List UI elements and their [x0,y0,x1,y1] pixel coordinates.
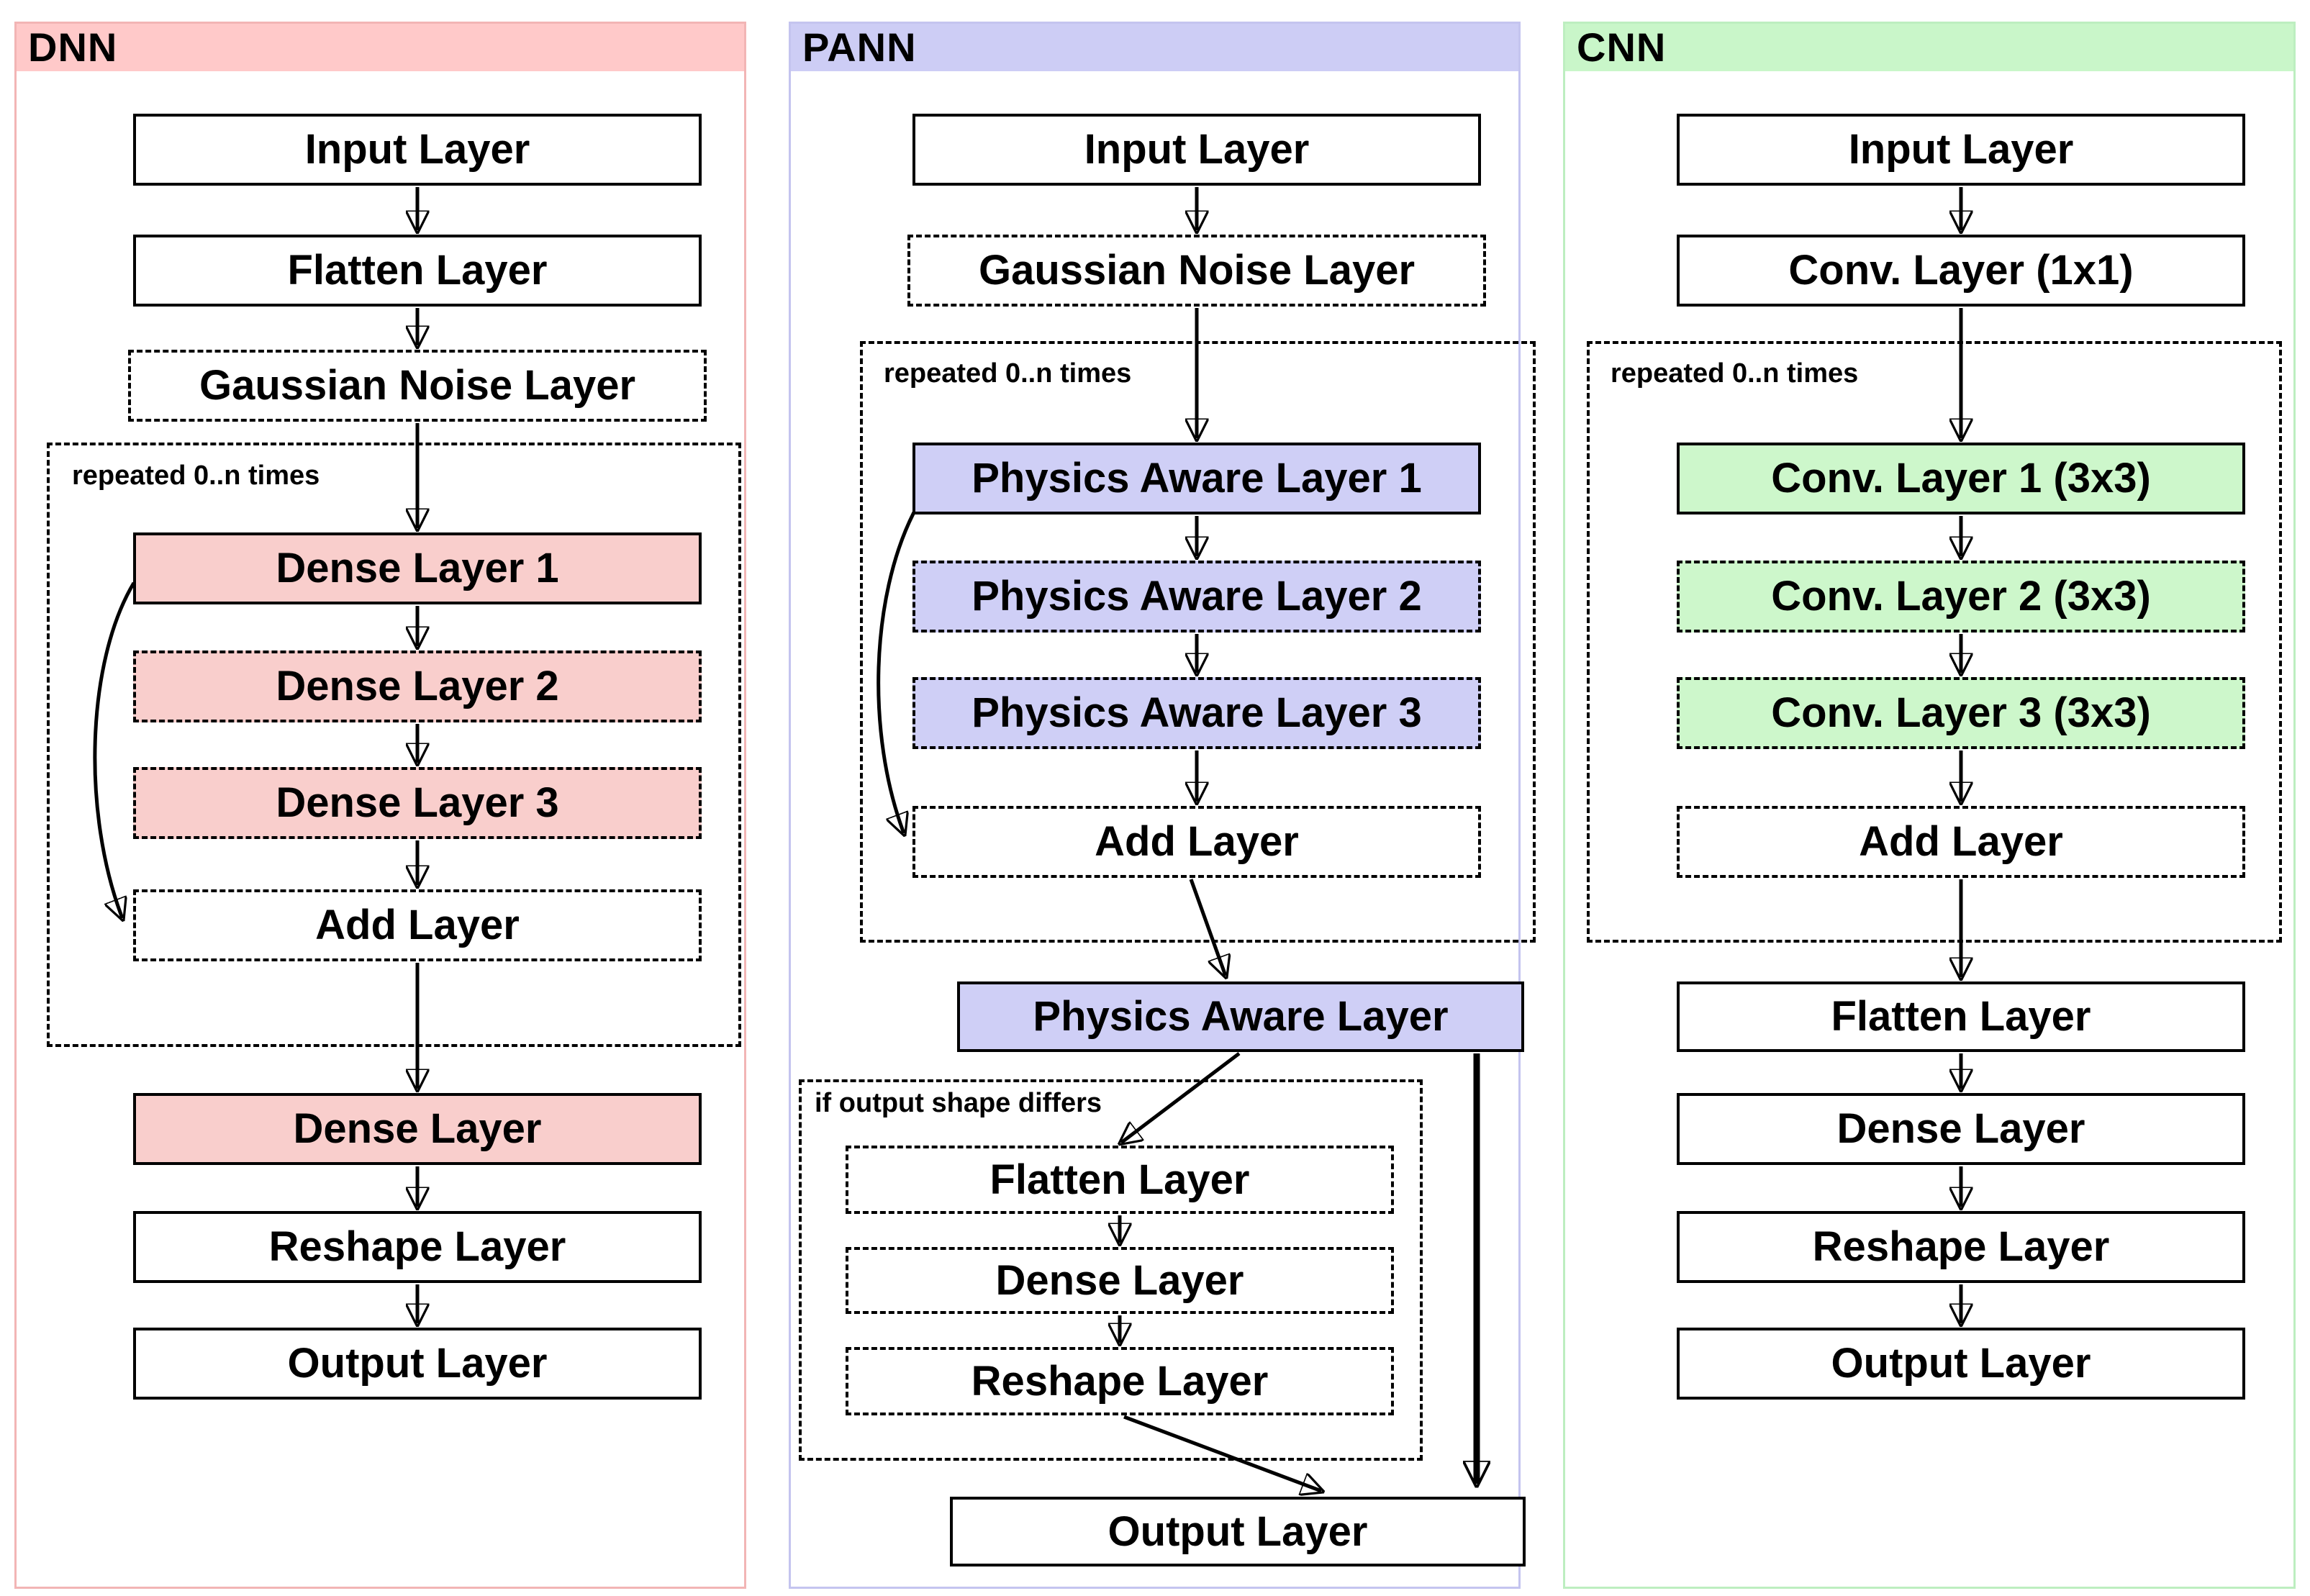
dnn-reshape-layer-box: Reshape Layer [133,1211,702,1283]
dnn-repeat-label: repeated 0..n times [72,461,320,491]
cnn-conv-layer-3-box: Conv. Layer 3 (3x3) [1677,677,2245,749]
dnn-add-layer-box: Add Layer [133,889,702,961]
cnn-input-layer-box: Input Layer [1677,114,2245,186]
cnn-add-layer-box: Add Layer [1677,806,2245,878]
dnn-panel-title: DNN [28,24,118,70]
dnn-dense-layer-3-box: Dense Layer 3 [133,767,702,839]
cnn-dense-layer-box: Dense Layer [1677,1093,2245,1165]
pann-panel-header: PANN [791,24,1518,71]
pann-add-layer-box: Add Layer [912,806,1481,878]
cnn-repeat-label: repeated 0..n times [1611,358,1859,389]
dnn-dense-layer-box: Dense Layer [133,1093,702,1165]
dnn-input-layer-box: Input Layer [133,114,702,186]
cnn-panel-title: CNN [1577,24,1667,70]
pann-input-layer-box: Input Layer [912,114,1481,186]
dnn-dense-layer-1-box: Dense Layer 1 [133,532,702,604]
pann-repeat-label: repeated 0..n times [884,358,1132,389]
cnn-flatten-layer-box: Flatten Layer [1677,981,2245,1052]
pann-condition-label: if output shape differs [815,1088,1102,1118]
dnn-dense-layer-2-box: Dense Layer 2 [133,650,702,722]
dnn-output-layer-box: Output Layer [133,1328,702,1400]
pann-reshape-layer-box: Reshape Layer [846,1347,1394,1415]
dnn-repeat-container [47,443,741,1047]
pann-physics-aware-layer-3-box: Physics Aware Layer 3 [912,677,1481,749]
pann-condition-container [799,1079,1423,1461]
pann-physics-aware-layer-1-box: Physics Aware Layer 1 [912,443,1481,514]
cnn-reshape-layer-box: Reshape Layer [1677,1211,2245,1283]
cnn-repeat-container [1587,341,2282,943]
cnn-output-layer-box: Output Layer [1677,1328,2245,1400]
pann-physics-aware-layer-box: Physics Aware Layer [957,981,1524,1052]
dnn-flatten-layer-box: Flatten Layer [133,235,702,307]
cnn-panel-header: CNN [1565,24,2293,71]
dnn-gaussian-noise-layer-box: Gaussian Noise Layer [128,350,707,422]
cnn-conv-layer-2-box: Conv. Layer 2 (3x3) [1677,561,2245,632]
pann-dense-layer-box: Dense Layer [846,1247,1394,1314]
pann-gaussian-noise-layer-box: Gaussian Noise Layer [907,235,1486,307]
pann-output-layer-box: Output Layer [950,1497,1526,1566]
dnn-panel-header: DNN [17,24,744,71]
pann-panel-title: PANN [802,24,917,70]
pann-physics-aware-layer-2-box: Physics Aware Layer 2 [912,561,1481,632]
cnn-conv-1x1-layer-box: Conv. Layer (1x1) [1677,235,2245,307]
cnn-conv-layer-1-box: Conv. Layer 1 (3x3) [1677,443,2245,514]
pann-flatten-layer-box: Flatten Layer [846,1146,1394,1214]
